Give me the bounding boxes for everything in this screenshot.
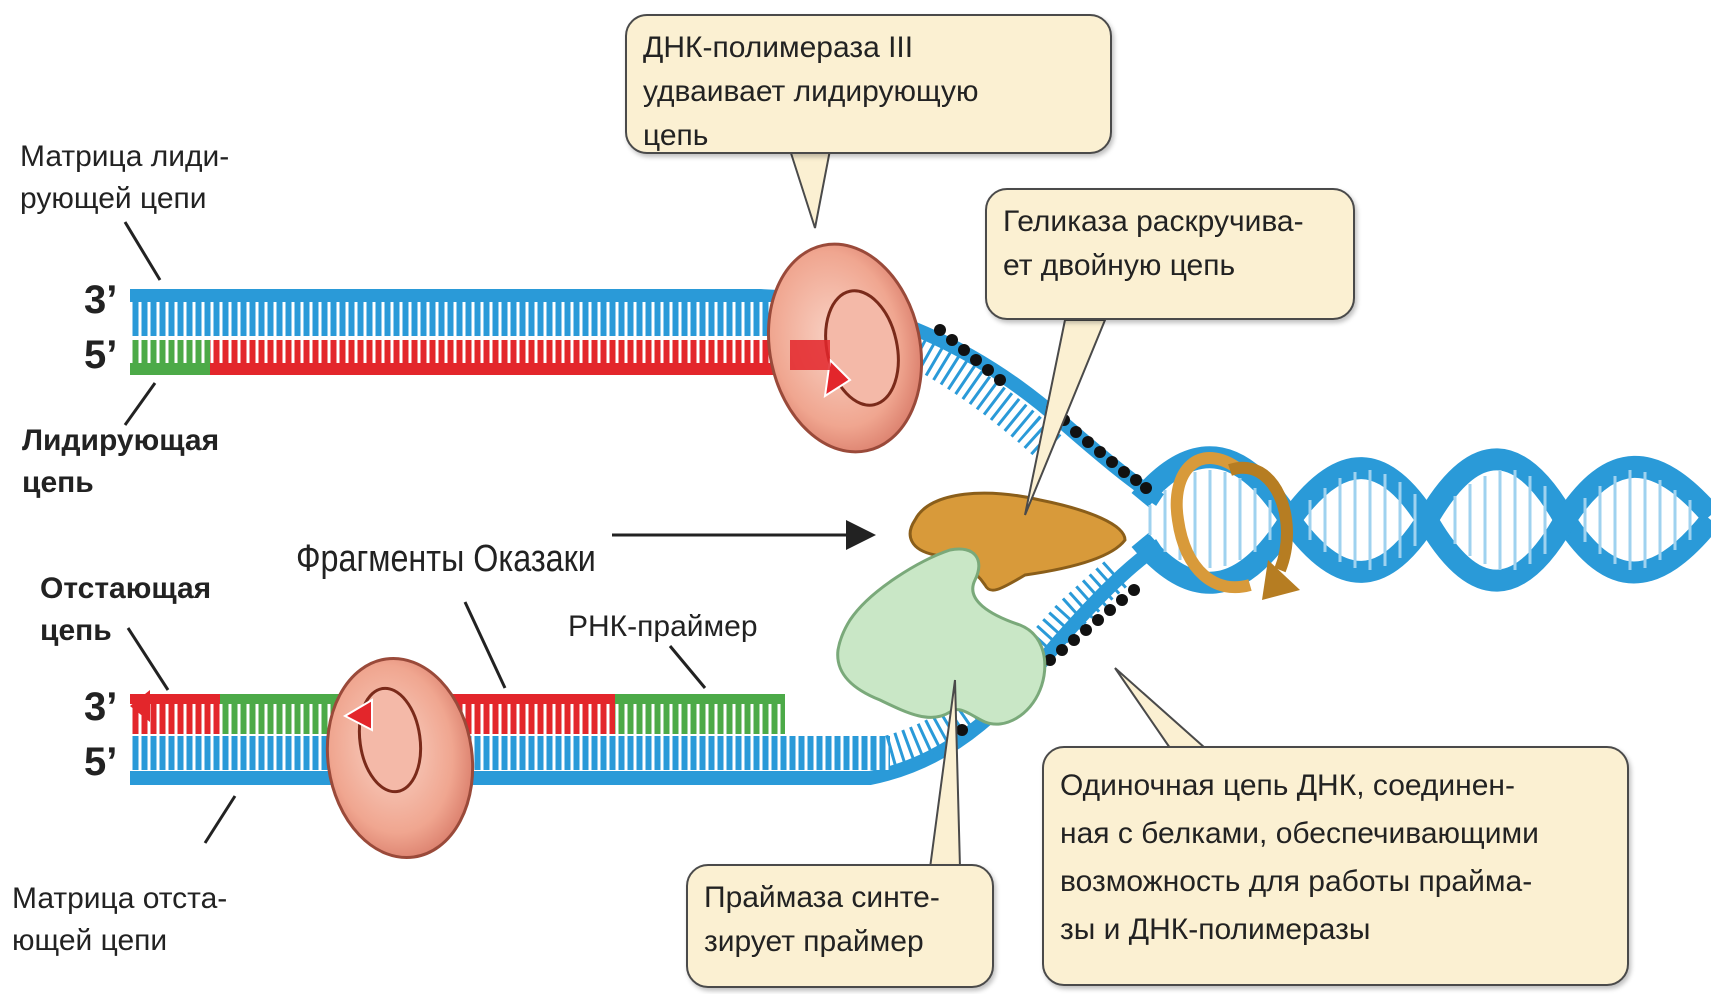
helicase-callout: Геликаза раскручива- ет двойную цепь	[985, 188, 1355, 320]
ssb-callout: Одиночная цепь ДНК, соединен- ная с белк…	[1042, 746, 1629, 986]
polymerase-callout: ДНК-полимераза III удваивает лидирующую …	[625, 14, 1112, 154]
leading-template-label: Матрица лиди- рующей цепи	[20, 136, 229, 220]
lagging-template-label: Матрица отста- ющей цепи	[12, 878, 227, 962]
bottom-3-prime-label: 3’	[84, 685, 117, 730]
double-helix	[1140, 457, 1711, 600]
leading-new-strand	[130, 340, 790, 375]
dna-polymerase-clamp-lower	[315, 649, 485, 867]
dna-polymerase-clamp-upper	[750, 230, 940, 467]
leading-template-strand	[130, 296, 1160, 500]
top-5-prime-label: 5’	[84, 333, 117, 378]
okazaki-fragments-label: Фрагменты Оказаки	[296, 538, 596, 581]
leading-strand-label: Лидирующая цепь	[22, 420, 219, 504]
bottom-5-prime-label: 5’	[84, 740, 117, 785]
primase-callout: Праймаза синте- зирует праймер	[686, 864, 994, 988]
lagging-strand-label: Отстающая цепь	[40, 568, 211, 652]
top-3-prime-label: 3’	[84, 278, 117, 323]
rna-primer-label: РНК-праймер	[568, 606, 758, 648]
